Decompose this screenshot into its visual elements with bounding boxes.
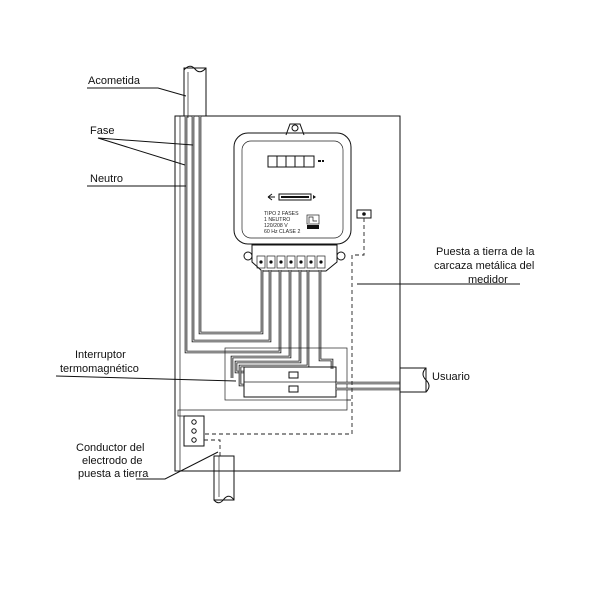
label-fase: Fase	[90, 125, 114, 137]
leader-lines	[55, 87, 520, 480]
breaker-panel	[224, 347, 348, 401]
register-display	[267, 155, 315, 168]
meter-ground-lug	[356, 209, 372, 219]
label-usuario: Usuario	[432, 371, 470, 383]
meter-enclosure	[174, 115, 401, 472]
meter-seal-icon	[306, 214, 320, 229]
meter-plate-line4: 60 Hz CLASE 2	[264, 229, 300, 235]
load-wires	[230, 270, 334, 387]
meter-plate-line1: TIPO 2 FASES	[264, 211, 299, 217]
grounding-conductors	[204, 218, 365, 456]
label-acometida: Acometida	[88, 75, 141, 87]
label-puesta-1: Puesta a tierra de la	[436, 246, 535, 258]
acometida-conduit	[183, 65, 207, 118]
ground-bus-bar	[177, 400, 348, 447]
meter-plate-line3: 120/208 V	[264, 223, 288, 229]
label-puesta-2: carcaza metálica del	[434, 260, 534, 272]
usuario-conduit	[336, 367, 430, 393]
label-conductor-2: electrodo de	[82, 455, 143, 467]
energy-meter: TIPO 2 FASES 1 NEUTRO 120/208 V 60 Hz CL…	[233, 123, 372, 245]
label-puesta-3: medidor	[468, 274, 508, 286]
label-neutro: Neutro	[90, 173, 123, 185]
label-conductor-1: Conductor del	[76, 442, 145, 454]
label-interruptor-2: termomagnético	[60, 363, 139, 375]
meter-terminal-block	[243, 244, 346, 272]
label-conductor-3: puesta a tierra	[78, 468, 149, 480]
meter-plate-line2: 1 NEUTRO	[264, 217, 290, 223]
thermomagnetic-breaker	[243, 366, 337, 398]
supply-wires	[184, 116, 282, 354]
disk-window	[267, 193, 316, 201]
ground-electrode-conduit	[213, 455, 235, 504]
label-interruptor-1: Interruptor	[75, 349, 126, 361]
